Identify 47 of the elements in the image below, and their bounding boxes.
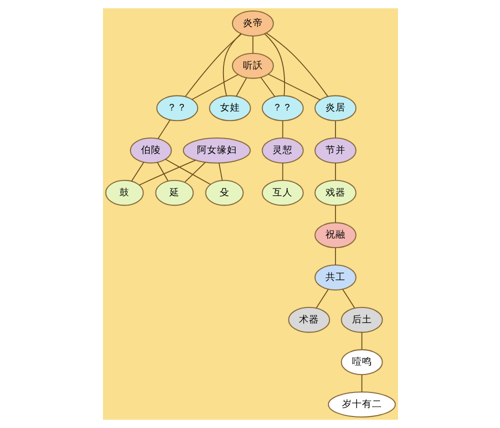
node-ellipse: 女娃 [208,95,250,122]
connector [334,204,336,223]
connector [265,32,328,97]
connector [264,33,285,96]
connector [360,332,362,350]
connector [267,74,320,100]
connector [157,120,170,140]
node-ellipse: 互人 [261,180,304,206]
node-ellipse: 延 [154,180,194,206]
connector [282,120,283,138]
connector [184,34,242,97]
connector [222,33,241,96]
connector [252,36,253,54]
node-ellipse: 听訞 [231,52,274,79]
node-ellipse: 节并 [314,137,356,164]
node-ellipse: 后土 [340,306,382,333]
node-ellipse: 祝融 [314,222,356,248]
connector [282,162,283,181]
node-ellipse: 炎帝 [231,10,274,37]
node-ellipse: 戏器 [314,180,356,206]
node-ellipse: 阿女缘妇 [182,137,250,164]
connector [334,120,336,138]
node-ellipse: 殳 [204,180,244,206]
node-ellipse: 灵恝 [261,137,304,164]
connector [334,162,336,181]
connector [360,374,362,392]
node-ellipse: ？？ [156,95,198,122]
node-ellipse: 噎鸣 [340,349,382,376]
connector [235,77,246,97]
node-ellipse: 伯陵 [129,137,172,164]
connector [260,77,275,97]
connector [315,288,328,308]
connector [218,162,222,181]
node-ellipse: 共工 [314,264,356,290]
connector [156,162,168,182]
connector [130,162,144,182]
connector [334,247,336,266]
connector [184,162,206,183]
connector [164,158,210,185]
node-ellipse: 鼓 [104,180,144,206]
connector [342,288,355,308]
node-ellipse: 炎居 [314,95,356,122]
connector [138,160,196,186]
node-ellipse: 岁十有二 [327,391,396,418]
node-ellipse: ？？ [261,95,304,122]
connector [191,74,238,100]
node-ellipse: 术器 [288,306,330,333]
